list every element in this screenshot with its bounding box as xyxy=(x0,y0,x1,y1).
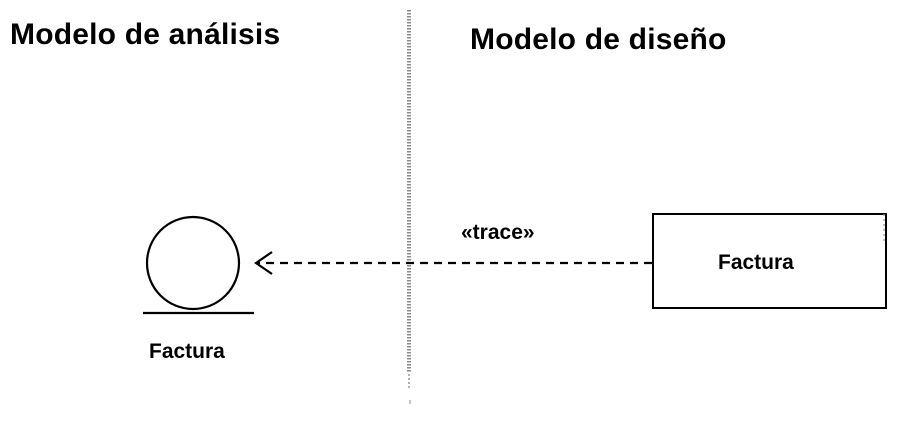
analysis-class-name: Factura xyxy=(149,340,225,363)
trace-dependency xyxy=(254,251,652,275)
design-class-box xyxy=(652,213,887,309)
open-arrowhead xyxy=(254,251,273,275)
trace-stereotype-label: «trace» xyxy=(461,221,535,244)
analysis-model-title: Modelo de análisis xyxy=(10,18,281,51)
design-model-title: Modelo de diseño xyxy=(470,23,727,56)
model-divider xyxy=(407,10,411,404)
entity-icon xyxy=(143,215,254,315)
design-class-name: Factura xyxy=(718,251,794,274)
